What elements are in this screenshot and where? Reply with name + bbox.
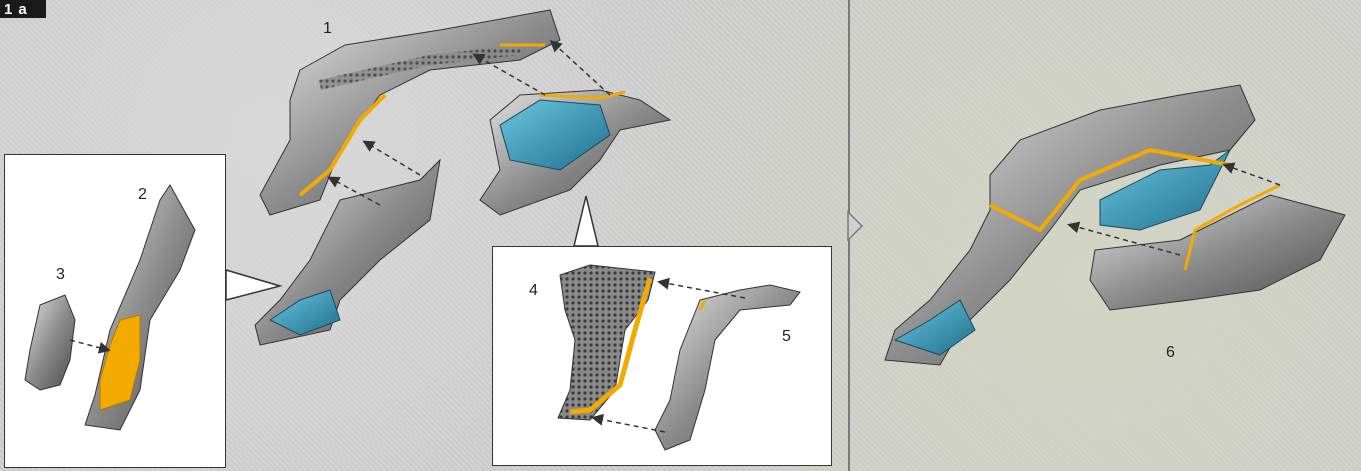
part-5-leg-inset <box>655 285 800 450</box>
part-2-leg-inset <box>85 185 195 430</box>
part-rear-haunch <box>480 90 670 215</box>
label-part-3: 3 <box>56 266 65 284</box>
label-part-6: 6 <box>1166 344 1175 362</box>
part-4-shell-inset <box>558 265 655 420</box>
callout-pointer-center <box>574 196 598 246</box>
label-part-2: 2 <box>138 186 147 204</box>
label-part-4: 4 <box>529 282 538 300</box>
part-3-paw-inset <box>25 295 75 390</box>
label-part-1: 1 <box>323 20 332 38</box>
label-part-5: 5 <box>782 328 791 346</box>
callout-pointer-left <box>226 270 280 300</box>
